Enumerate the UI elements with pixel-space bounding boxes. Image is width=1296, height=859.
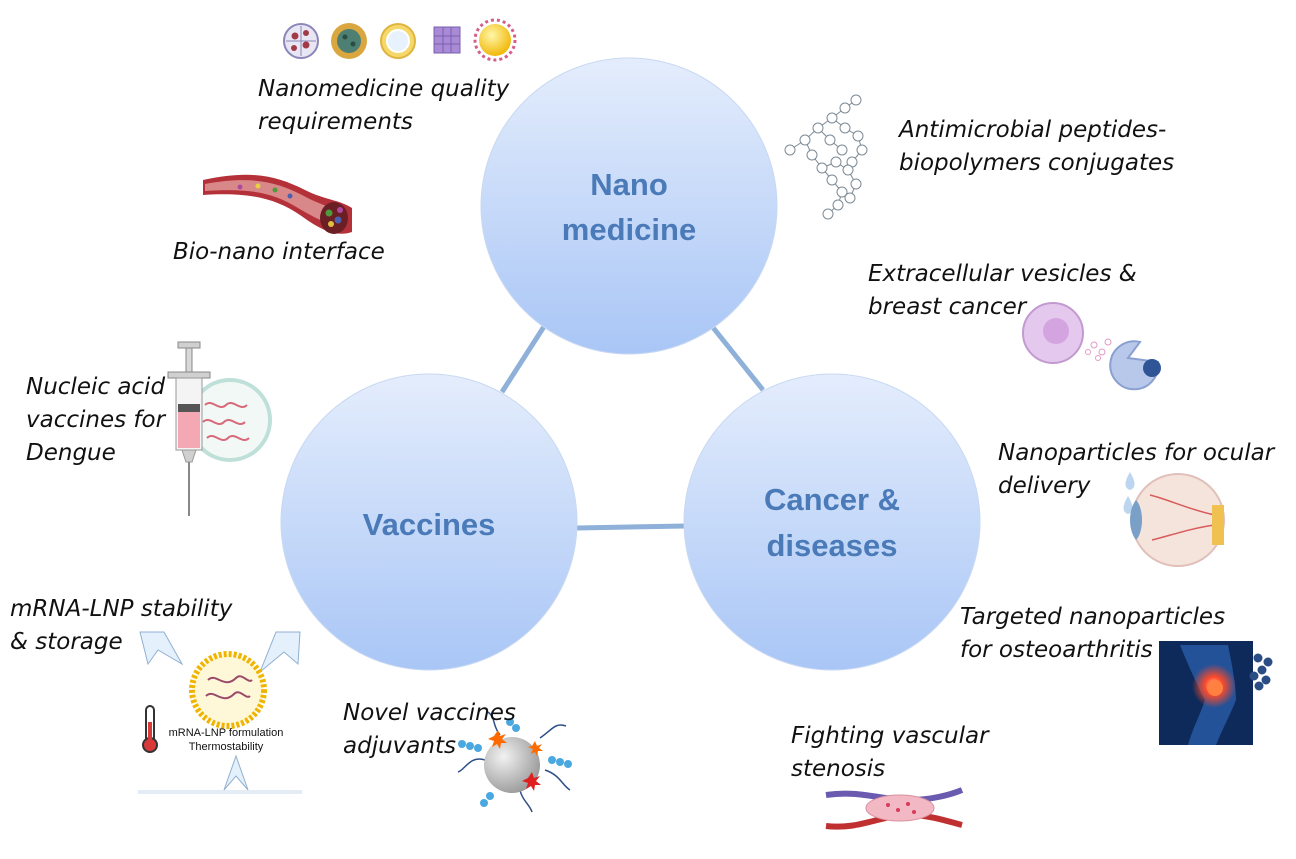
adjuvant-nanoparticle-illustration: [457, 711, 572, 813]
label-vascular-stenosis: Fighting vascular stenosis: [791, 723, 989, 782]
label-extracellular-vesicles: Extracellular vesicles & breast cancer: [868, 261, 1137, 320]
connector-nano-cancer: [709, 323, 765, 392]
nanoparticles-row-illustration: [283, 18, 517, 62]
syringe-illustration: [167, 341, 272, 516]
knee-illustration: [1159, 641, 1273, 745]
mrna-lnp-illustration: mRNA-LNP formulation Thermostability: [138, 631, 302, 794]
label-osteoarthritis: Targeted nanoparticles for osteoarthriti…: [960, 604, 1226, 663]
label-vaccine-adjuvants: Novel vaccines adjuvants: [343, 700, 516, 759]
connector-nano-vaccines: [499, 323, 548, 394]
polymer-nanoparticle-icon: [283, 23, 319, 59]
blood-vessel-illustration: [203, 174, 352, 234]
label-nanomedicine-quality: Nanomedicine quality requirements: [258, 76, 510, 135]
hub-nanomedicine-line-1: Nano: [590, 167, 668, 202]
label-antimicrobial-peptides: Antimicrobial peptides- biopolymers conj…: [899, 117, 1175, 176]
label-ocular-delivery: Nanoparticles for ocular delivery: [998, 440, 1275, 499]
hub-vaccines-label: Vaccines: [363, 507, 496, 542]
hub-nanomedicine: Nano medicine: [480, 57, 778, 355]
gold-nanoparticle-icon: [473, 18, 517, 62]
peptide-network-illustration: [784, 94, 868, 220]
extracellular-vesicles-illustration: [1022, 302, 1161, 391]
hub-cancer-line-1: Cancer &: [764, 482, 900, 517]
eye-illustration: [1123, 472, 1225, 567]
hub-cancer-diseases: Cancer & diseases: [683, 373, 981, 671]
hub-cancer-line-2: diseases: [767, 528, 898, 563]
label-dengue-vaccines: Nucleic acid vaccines for Dengue: [26, 374, 166, 466]
liposome-icon: [380, 23, 416, 59]
label-mrna-lnp: mRNA-LNP stability & storage: [10, 596, 233, 655]
connector-vaccines-cancer: [576, 523, 687, 531]
micelle-icon: [331, 23, 367, 59]
mrna-caption-line-1: mRNA-LNP formulation: [169, 727, 284, 739]
mrna-caption-line-2: Thermostability: [189, 741, 264, 753]
cube-nanoparticle-icon: [433, 26, 461, 54]
vessel-stenosis-illustration: [825, 787, 964, 830]
hub-nanomedicine-line-2: medicine: [562, 212, 696, 247]
label-bio-nano-interface: Bio-nano interface: [173, 239, 385, 265]
connector-lines: [499, 323, 765, 531]
hub-vaccines: Vaccines: [280, 373, 578, 671]
